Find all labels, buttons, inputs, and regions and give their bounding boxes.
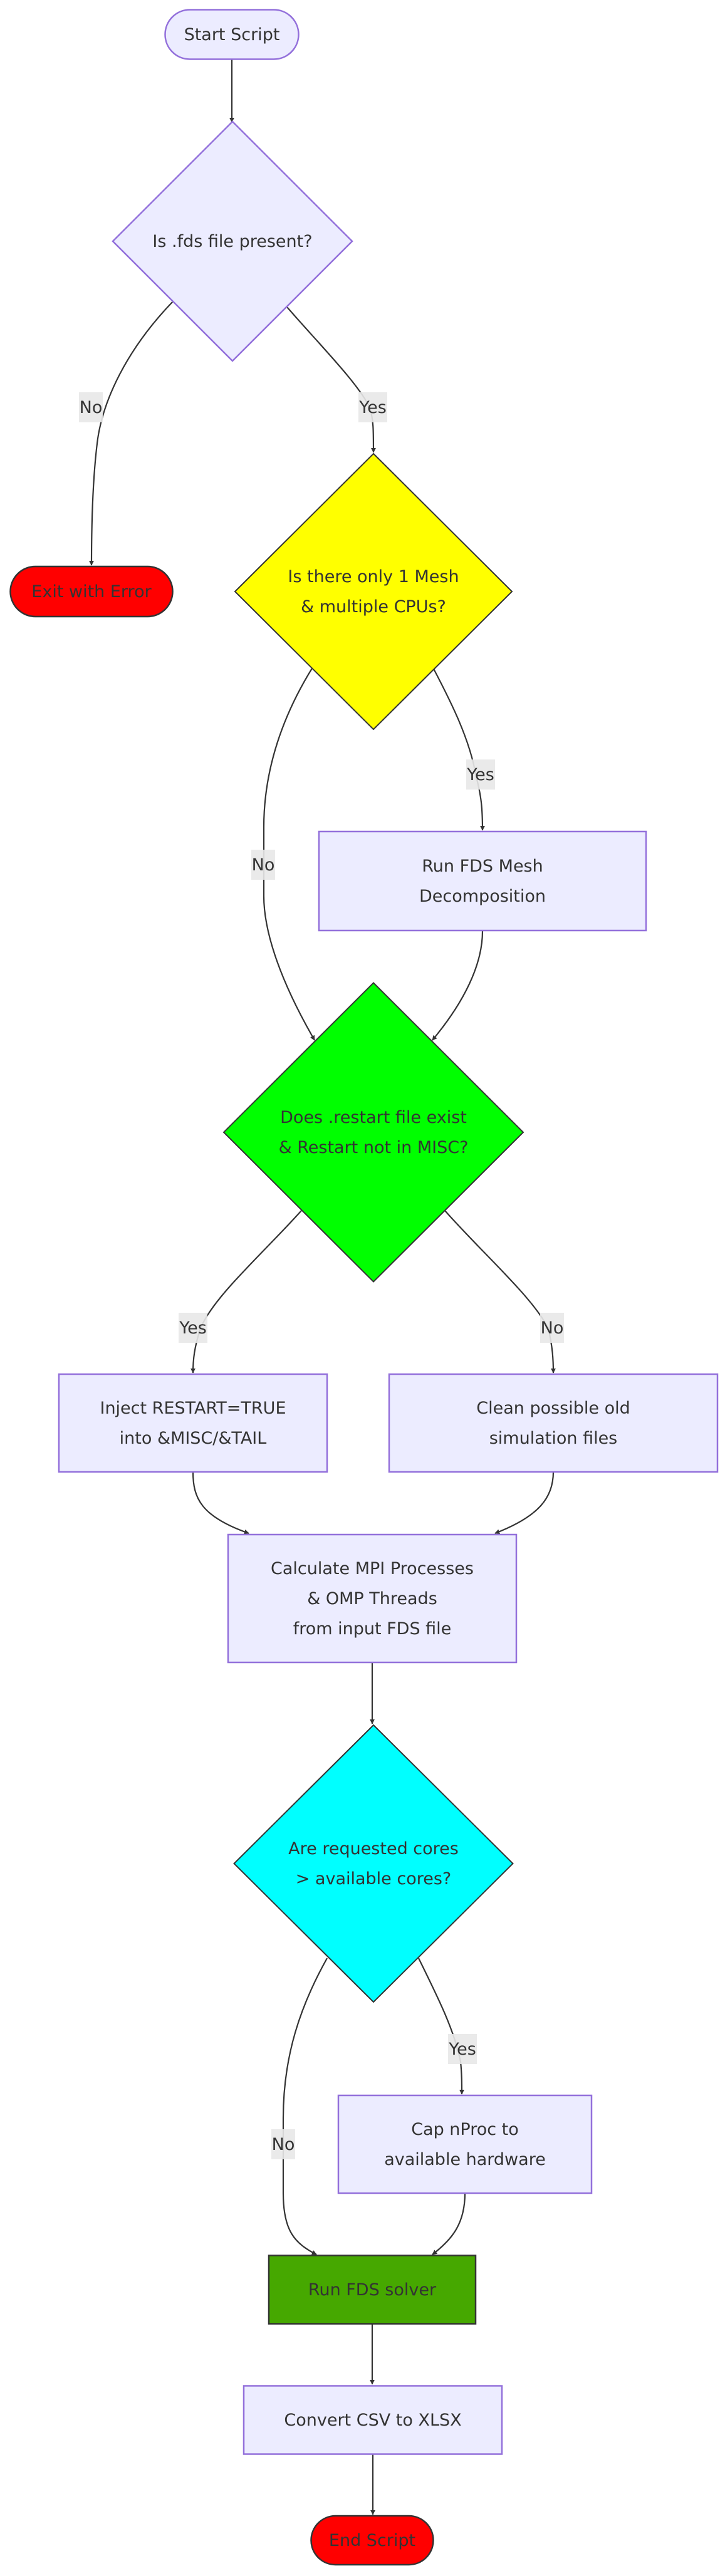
node-run-solver: Run FDS solver [268,2255,477,2325]
edge-inject_restart-to-calc_mpi [192,1471,249,1535]
node-clean-files: Clean possible old simulation files [388,1373,719,1473]
edge-label-cores_check-to-cap_nproc: Yes [448,2034,477,2064]
node-label-line: simulation files [489,1429,618,1448]
edge-label-background [271,2129,295,2159]
terminal-pill [9,565,174,618]
terminal-pill [164,9,300,60]
node-end: End Script [310,2515,434,2566]
node-label-line: Run FDS solver [308,2280,437,2300]
process-box [58,1373,328,1473]
nodes-layer: Start Script Is .fds file present? Exit wi… [9,9,719,2566]
node-label-line: Exit with Error [31,582,152,602]
node-cap-nproc: Cap nProc to available hardware [337,2094,593,2194]
edge-clean_files-to-calc_mpi [494,1471,555,1535]
edge-label-background [179,1313,207,1343]
node-label-line: Convert CSV to XLSX [284,2411,461,2430]
node-label-line: Run FDS Mesh [422,857,543,876]
edge-label-background [358,392,387,422]
edge-label-cores_check-to-run_solver: No [271,2129,295,2159]
edge-fds_check-to-mesh_check [286,306,376,453]
node-label-line: Clean possible old [476,1399,630,1418]
edge-label-restart_check-to-inject_restart: Yes [179,1313,207,1343]
node-calc-mpi: Calculate MPI Processes & OMP Threads from… [227,1533,518,1664]
node-label-line: Are requested cores [288,1839,459,1859]
node-start: Start Script [164,9,300,60]
edge-label-text: No [272,2135,295,2154]
node-label-line: End Script [329,2531,415,2550]
edge-label-text: Yes [466,765,494,785]
edge-label-mesh_check-to-restart_check: No [251,850,275,880]
edge-label-background [79,392,103,422]
decision-diamond [222,982,524,1283]
node-label-line: Does .restart file exist [280,1108,467,1127]
edge-label-mesh_check-to-mesh_decomp: Yes [466,759,495,790]
process-box [268,2255,477,2325]
node-mesh-check: Is there only 1 Mesh & multiple CPUs? [234,452,513,731]
edge-cap_nproc-to-run_solver [432,2193,466,2255]
node-inject-restart: Inject RESTART=TRUE into &MISC/&TAIL [58,1373,328,1473]
process-box [388,1373,719,1473]
node-label-line: from input FDS file [293,1619,452,1639]
node-label-line: Is there only 1 Mesh [288,567,459,587]
node-label-line: & multiple CPUs? [301,597,446,617]
edge-fds_check-to-exit_error [89,301,174,566]
edge-cores_check-to-run_solver [282,1958,328,2255]
node-label-line: Start Script [184,25,280,44]
node-label-line: Calculate MPI Processes [271,1559,474,1578]
edge-label-restart_check-to-clean_files: No [540,1313,564,1343]
edge-label-background [448,2034,477,2064]
edges-layer [89,60,556,2515]
edge-label-text: No [252,855,275,875]
edge-label-text: No [80,398,103,417]
node-label-line: Inject RESTART=TRUE [100,1399,286,1418]
process-box [318,830,647,932]
node-cores-check: Are requested cores > available cores? [233,1724,514,2003]
edge-label-background [540,1313,564,1343]
edge-mesh_decomp-to-restart_check [432,931,484,1041]
edge-label-text: No [541,1318,564,1338]
process-box [337,2094,593,2194]
decision-diamond [112,120,353,362]
edge-label-fds_check-to-mesh_check: Yes [358,392,387,422]
process-box [243,2385,503,2455]
node-label-line: & Restart not in MISC? [279,1138,469,1157]
node-exit-error: Exit with Error [9,565,174,618]
edge-cores_check-to-cap_nproc [418,1958,464,2095]
node-label-line: Cap nProc to [411,2120,519,2139]
node-label-line: available hardware [384,2150,546,2169]
node-label-line: Is .fds file present? [152,232,312,251]
edge-label-text: Yes [448,2040,476,2059]
node-convert-csv: Convert CSV to XLSX [243,2385,503,2455]
edge-label-text: Yes [358,398,387,417]
edge-label-background [251,850,275,880]
edge-label-background [466,759,495,790]
node-label-line: Decomposition [419,887,546,906]
node-label-line: > available cores? [296,1869,452,1889]
node-label-line: & OMP Threads [307,1589,437,1609]
process-box [227,1533,518,1664]
decision-diamond [234,452,513,731]
edge-label-fds_check-to-exit_error: No [79,392,103,422]
node-label-line: into &MISC/&TAIL [120,1429,267,1448]
edge-restart_check-to-inject_restart [190,1210,302,1374]
node-restart-check: Does .restart file exist & Restart not in… [222,982,524,1283]
edge-label-text: Yes [179,1318,207,1338]
terminal-pill [310,2515,434,2566]
edge-mesh_check-to-restart_check [263,660,318,1041]
edge-mesh_check-to-mesh_decomp [429,660,485,831]
decision-diamond [233,1724,514,2003]
edge-restart_check-to-clean_files [444,1210,556,1374]
node-fds-check: Is .fds file present? [112,120,353,362]
